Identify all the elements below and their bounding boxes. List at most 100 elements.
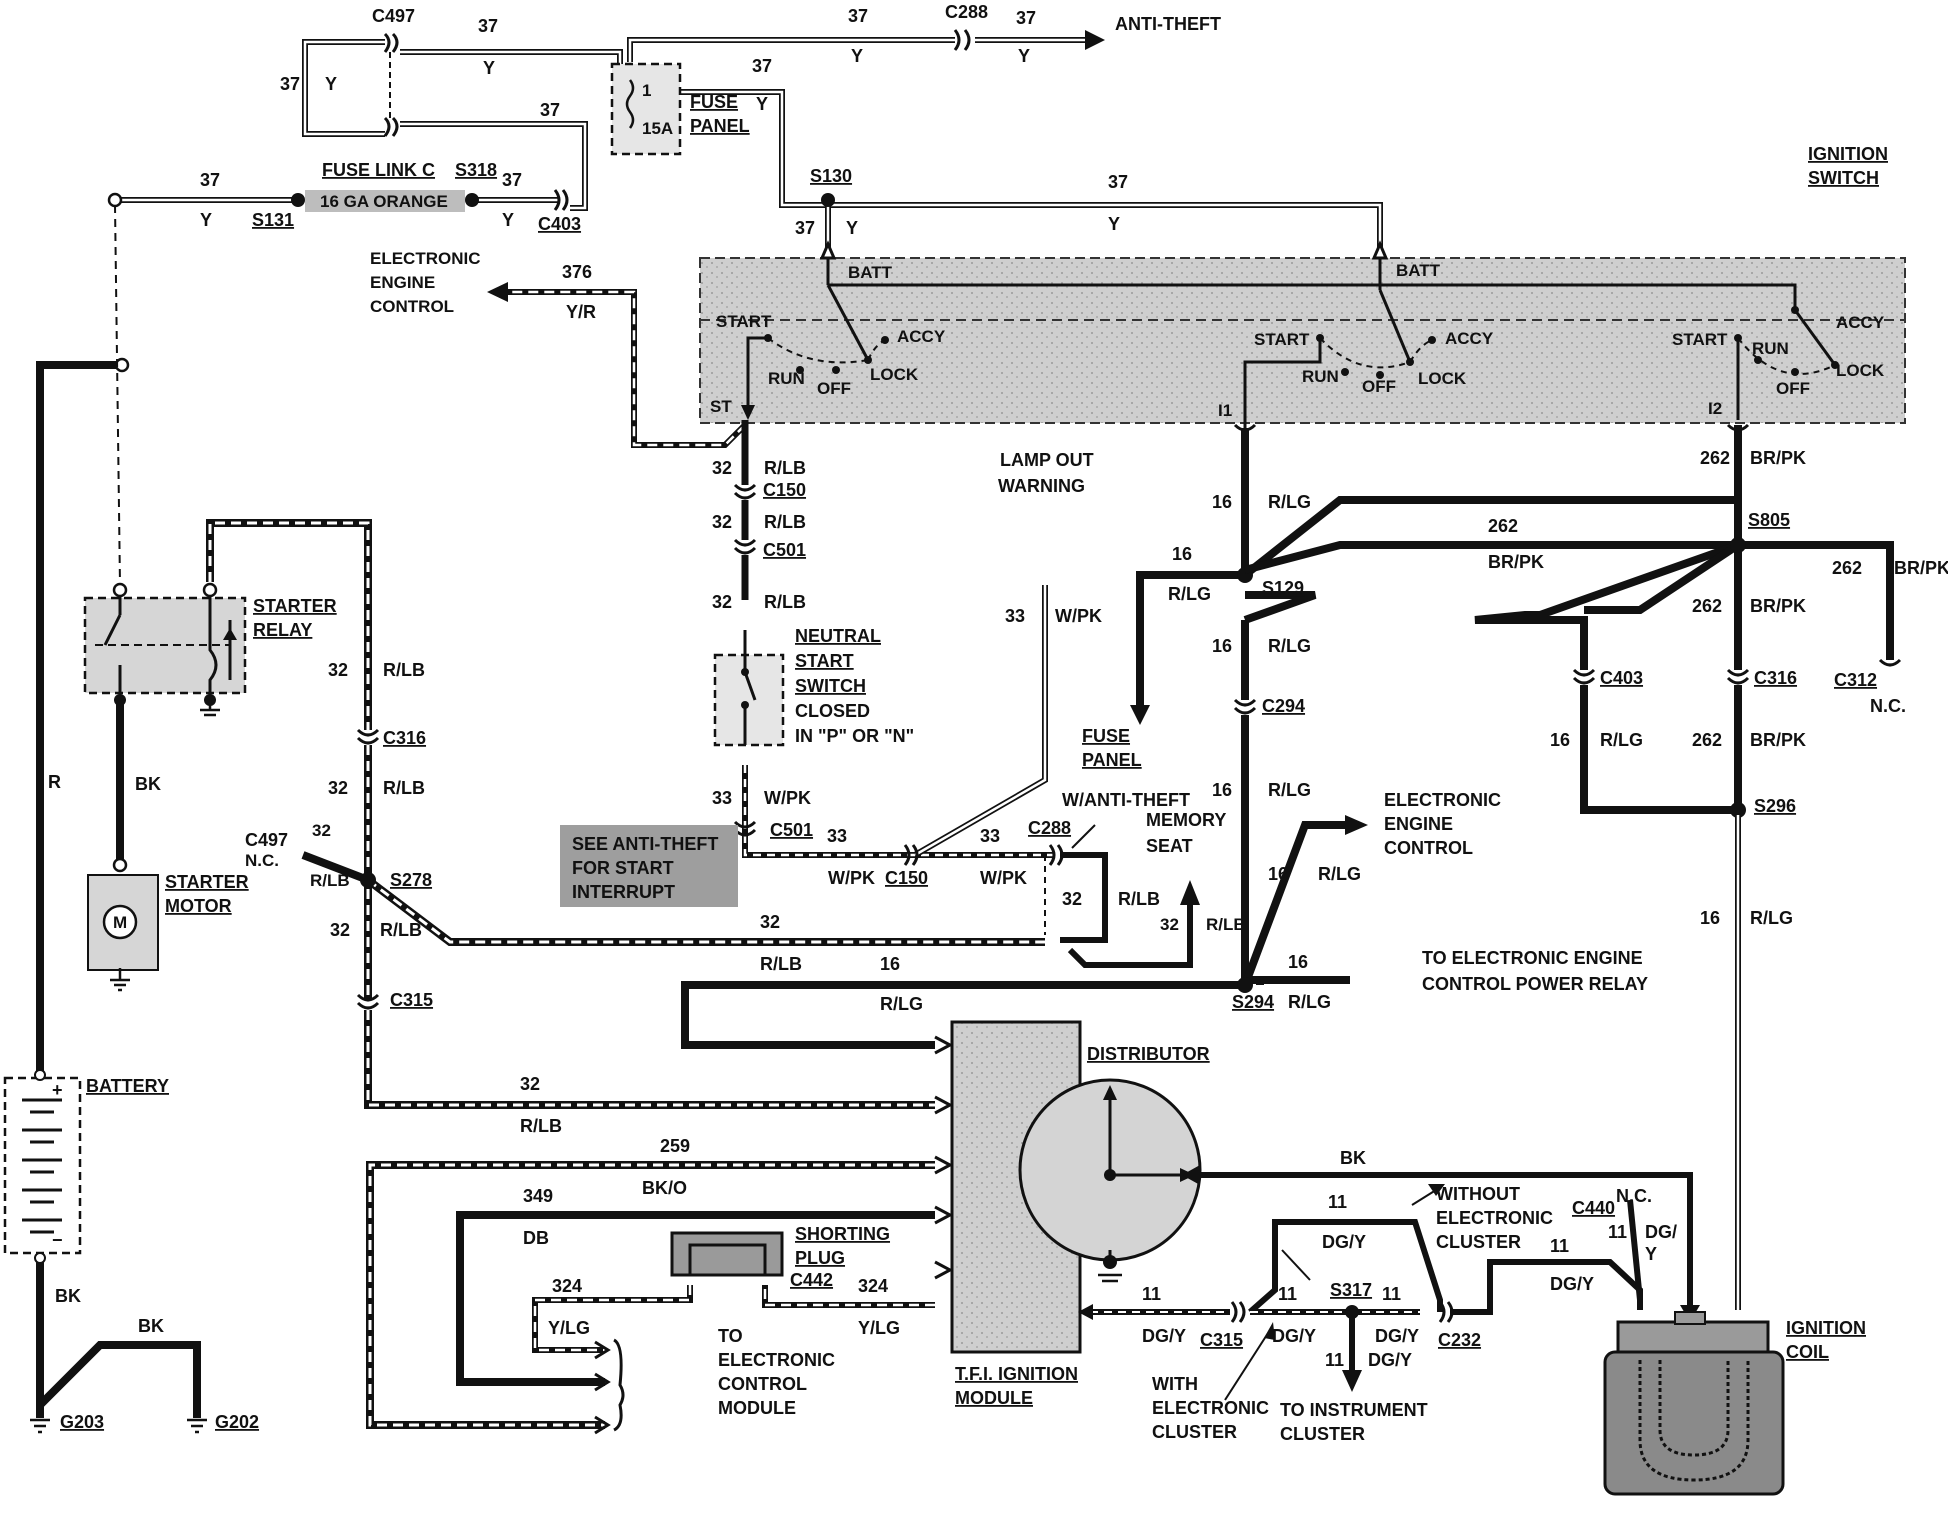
wire-37-b: 37 bbox=[280, 74, 300, 94]
wire-rlg-h: R/LG bbox=[1600, 730, 1643, 750]
wire-y-a: Y bbox=[325, 74, 337, 94]
wire-bk-ground bbox=[36, 1262, 201, 1418]
wire-16-e: 16 bbox=[1268, 864, 1288, 884]
wire-32-i: 32 bbox=[330, 920, 350, 940]
wire-37-h: 37 bbox=[502, 170, 522, 190]
wire-33-a: 33 bbox=[712, 788, 732, 808]
neutral-label-5: IN "P" OR "N" bbox=[795, 726, 914, 746]
wire-brpk-c: BR/PK bbox=[1894, 558, 1948, 578]
wire-wpk-c: W/PK bbox=[980, 868, 1027, 888]
wire-262-b: 262 bbox=[1488, 516, 1518, 536]
accy-label-2: ACCY bbox=[1445, 329, 1494, 348]
ground-symbols-upper bbox=[110, 700, 220, 992]
wire-y-g: Y bbox=[502, 210, 514, 230]
top-feed-wires bbox=[115, 37, 1383, 250]
without-label-1: WITHOUT bbox=[1436, 1184, 1520, 1204]
anti-theft-arrow bbox=[1085, 30, 1105, 50]
fusible-link-dash bbox=[114, 204, 121, 586]
wire-brpk-a: BR/PK bbox=[1750, 448, 1806, 468]
conn-s130: S130 bbox=[810, 166, 852, 186]
fuse-panel-label-2: PANEL bbox=[690, 116, 750, 136]
neutral-label-2: START bbox=[795, 651, 854, 671]
with-label-3: CLUSTER bbox=[1152, 1422, 1237, 1442]
splice-s317 bbox=[1345, 1305, 1359, 1319]
splice-s294 bbox=[1237, 977, 1253, 993]
start-label-1: START bbox=[716, 312, 772, 331]
wire-bk-coil bbox=[1200, 1172, 1693, 1310]
wire-37-a: 37 bbox=[478, 16, 498, 36]
module-bottom-arrows bbox=[594, 1338, 625, 1435]
wire-262-c: 262 bbox=[1832, 558, 1862, 578]
see-anti-theft-1: SEE ANTI-THEFT bbox=[572, 834, 718, 854]
wire-ylg-b: Y/LG bbox=[858, 1318, 900, 1338]
wire-rlb-d: R/LB bbox=[1118, 889, 1160, 909]
conn-s278: S278 bbox=[390, 870, 432, 890]
batt-1-terminal bbox=[819, 240, 837, 260]
wire-r-label: R bbox=[48, 772, 61, 792]
module-input-arrows bbox=[934, 1035, 954, 1280]
conn-c150-a: C150 bbox=[763, 480, 806, 500]
lock-label-2: LOCK bbox=[1418, 369, 1467, 388]
c294-i1-connectors bbox=[1233, 423, 1257, 715]
fuse-panel-label-3: FUSE bbox=[1082, 726, 1130, 746]
wire-32-b: 32 bbox=[712, 512, 732, 532]
conn-c232: C232 bbox=[1438, 1330, 1481, 1350]
wire-16-i: 16 bbox=[1700, 908, 1720, 928]
ignition-coil-label-1: IGNITION bbox=[1786, 1318, 1866, 1338]
accy-label-3: ACCY bbox=[1836, 313, 1885, 332]
battery-plus: + bbox=[52, 1080, 63, 1100]
wire-rlg-c: R/LG bbox=[1268, 636, 1311, 656]
wire-16-a: 16 bbox=[1212, 492, 1232, 512]
conn-c312: C312 bbox=[1834, 670, 1877, 690]
battery-minus: − bbox=[52, 1230, 63, 1250]
see-anti-theft-2: FOR START bbox=[572, 858, 674, 878]
wire-r-battery bbox=[36, 361, 122, 1075]
wire-bk-b: BK bbox=[55, 1286, 81, 1306]
anti-theft-label: ANTI-THEFT bbox=[1115, 14, 1221, 34]
wire-y-d: Y bbox=[1018, 46, 1030, 66]
neutral-start-switch-box bbox=[713, 653, 785, 747]
conn-c403-top: C403 bbox=[538, 214, 581, 234]
wire-11-b: 11 bbox=[1278, 1284, 1297, 1304]
st-arrow bbox=[741, 405, 755, 420]
wire-33-b: 33 bbox=[827, 826, 847, 846]
wire-32-j: 32 bbox=[760, 912, 780, 932]
to-ecm-3: CONTROL bbox=[718, 1374, 807, 1394]
wire-y-h: Y bbox=[846, 218, 858, 238]
conn-c442: C442 bbox=[790, 1270, 833, 1290]
conn-c316-left: C316 bbox=[383, 728, 426, 748]
conn-c501-a: C501 bbox=[763, 540, 806, 560]
wire-rlg-a: R/LG bbox=[1268, 492, 1311, 512]
ignition-switch-label-2: SWITCH bbox=[1808, 168, 1879, 188]
fuse-number: 1 bbox=[642, 81, 651, 100]
nc-label-right: N.C. bbox=[1870, 696, 1906, 716]
wire-32-e: 32 bbox=[1160, 915, 1179, 934]
eec-arrow-top bbox=[487, 282, 508, 302]
c315-c232-connectors bbox=[1230, 1301, 1454, 1323]
wire-bk-c: BK bbox=[138, 1316, 164, 1336]
fuse-element bbox=[625, 79, 635, 129]
battery-grounds bbox=[30, 1418, 207, 1434]
conn-c288-top: C288 bbox=[945, 2, 988, 22]
wire-33 bbox=[742, 585, 1055, 858]
distributor-label: DISTRIBUTOR bbox=[1087, 1044, 1210, 1064]
switch-section-3 bbox=[1736, 309, 1837, 420]
fuse-link-c-label: FUSE LINK C bbox=[322, 160, 435, 180]
starter-motor-label-2: MOTOR bbox=[165, 896, 232, 916]
battery-cells bbox=[22, 1098, 62, 1234]
without-label-2: ELECTRONIC bbox=[1436, 1208, 1553, 1228]
batt-label-1: BATT bbox=[848, 263, 893, 282]
memory-seat-2: SEAT bbox=[1146, 836, 1193, 856]
fuse-panel-box bbox=[610, 62, 682, 156]
wire-y-i: Y bbox=[1108, 214, 1120, 234]
run-label-1: RUN bbox=[768, 369, 805, 388]
shorting-plug-label-1: SHORTING bbox=[795, 1224, 890, 1244]
eec-label-2: ENGINE bbox=[370, 273, 435, 292]
wire-brpk-e: BR/PK bbox=[1750, 730, 1806, 750]
conn-c497-top: C497 bbox=[372, 6, 415, 26]
conn-c501-b: C501 bbox=[770, 820, 813, 840]
eec-arrow-mid bbox=[1345, 815, 1368, 835]
conn-c294: C294 bbox=[1262, 696, 1305, 716]
ignition-switch-label-1: IGNITION bbox=[1808, 144, 1888, 164]
